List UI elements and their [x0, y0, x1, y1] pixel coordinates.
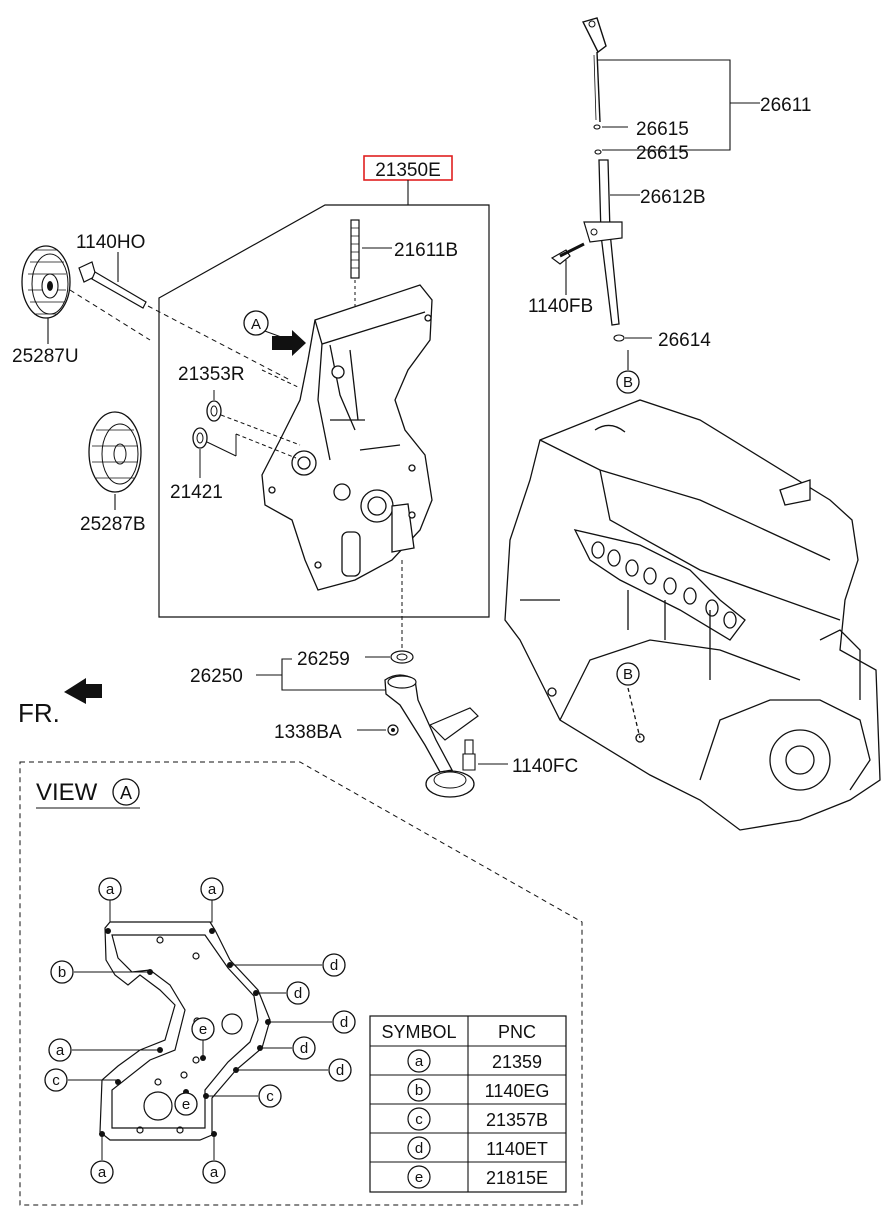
svg-text:B: B	[623, 374, 633, 391]
part-label-26615-upper: 26615	[636, 119, 689, 140]
svg-text:A: A	[120, 783, 132, 803]
callout-a-left: a	[48, 1038, 72, 1062]
svg-text:d: d	[294, 985, 302, 1002]
part-label-21611b: 21611B	[394, 240, 458, 261]
view-callout-leaders	[68, 900, 332, 1160]
table-pnc: 1140ET	[486, 1139, 548, 1159]
stud-21611b	[350, 219, 392, 306]
part-label-25287b: 25287B	[80, 514, 146, 535]
table-pnc: 21359	[492, 1052, 542, 1072]
callout-e-2: e	[174, 1092, 198, 1116]
svg-text:d: d	[300, 1040, 308, 1057]
part-label-26614: 26614	[658, 330, 711, 351]
svg-text:a: a	[208, 881, 217, 898]
bolt-1140ho	[78, 252, 291, 381]
ref-marker-a: A	[243, 310, 269, 336]
table-pnc: 1140EG	[485, 1081, 550, 1101]
table-header-symbol: SYMBOL	[381, 1022, 456, 1042]
table-symbol: a	[415, 1053, 424, 1070]
cover-gasket-outline	[99, 921, 271, 1141]
engine-block-illustration	[504, 399, 881, 831]
callout-d-3: d	[332, 1010, 356, 1034]
table-row: c 21357B	[407, 1107, 548, 1131]
view-title-ref-marker: A	[112, 778, 140, 806]
callout-d-5: d	[328, 1058, 352, 1082]
table-symbol: c	[415, 1111, 423, 1128]
part-label-1338ba: 1338BA	[274, 722, 342, 743]
front-label: FR.	[18, 698, 60, 728]
view-callout-markers: a a b d d d d d e e a c c a a	[44, 877, 356, 1184]
callout-a-bottom-left: a	[90, 1160, 114, 1184]
ref-marker-b-engine: B	[616, 662, 640, 686]
sprocket-25287b	[88, 411, 142, 510]
front-direction-arrow	[64, 678, 102, 704]
part-label-26611: 26611	[760, 95, 811, 116]
part-label-26612b: 26612B	[640, 187, 706, 208]
view-a-arrow	[261, 329, 306, 356]
callout-d-4: d	[292, 1036, 316, 1060]
symbol-pnc-table: SYMBOL PNC a 21359 b 1140EG c 21357B d 1…	[369, 1015, 567, 1193]
callout-a-top-left: a	[98, 877, 122, 901]
part-label-1140fc: 1140FC	[512, 756, 578, 777]
table-row: b 1140EG	[407, 1078, 550, 1102]
oil-seals	[192, 369, 301, 478]
svg-text:c: c	[52, 1072, 60, 1089]
timing-cover-illustration	[261, 284, 433, 591]
callout-d-2: d	[286, 981, 310, 1005]
svg-text:d: d	[340, 1014, 348, 1031]
view-title: VIEW	[36, 779, 98, 806]
svg-text:d: d	[336, 1062, 344, 1079]
oil-strainer-assembly	[256, 560, 508, 798]
part-label-21421: 21421	[170, 482, 223, 503]
pulley-25287u	[21, 245, 151, 344]
svg-text:a: a	[210, 1164, 219, 1181]
cover-assembly-frame	[158, 204, 490, 618]
table-row: a 21359	[407, 1049, 542, 1073]
callout-c-left: c	[44, 1068, 68, 1092]
svg-text:a: a	[106, 881, 115, 898]
table-row: d 1140ET	[407, 1136, 548, 1160]
svg-text:e: e	[182, 1096, 190, 1113]
table-pnc: 21357B	[486, 1110, 548, 1130]
callout-d-1: d	[322, 953, 346, 977]
title-part-number[interactable]: 21350E	[375, 160, 441, 181]
svg-text:d: d	[330, 957, 338, 974]
part-label-21353r: 21353R	[178, 364, 245, 385]
table-symbol: b	[415, 1082, 423, 1099]
table-symbol: d	[415, 1140, 423, 1157]
svg-text:a: a	[56, 1042, 65, 1059]
callout-a-top-right: a	[200, 877, 224, 901]
svg-text:a: a	[98, 1164, 107, 1181]
svg-text:B: B	[623, 666, 633, 683]
part-label-26250: 26250	[190, 666, 243, 687]
part-label-26259: 26259	[297, 649, 350, 670]
table-header-pnc: PNC	[498, 1022, 536, 1042]
callout-e-1: e	[191, 1017, 215, 1041]
part-label-26615-lower: 26615	[636, 143, 689, 164]
callout-c-right: c	[258, 1084, 282, 1108]
table-symbol: e	[415, 1169, 423, 1186]
svg-text:A: A	[251, 316, 261, 333]
callout-b: b	[50, 960, 74, 984]
dipstick-assembly	[550, 17, 760, 370]
svg-text:b: b	[58, 964, 66, 981]
gasket-bolt-points	[99, 928, 271, 1137]
table-row: e 21815E	[407, 1165, 548, 1189]
ref-marker-b-top: B	[616, 370, 640, 394]
table-pnc: 21815E	[486, 1168, 548, 1188]
view-a-panel	[19, 761, 583, 1206]
svg-text:e: e	[199, 1021, 207, 1038]
part-label-1140fb: 1140FB	[528, 296, 593, 317]
part-label-25287u: 25287U	[12, 346, 79, 367]
part-label-1140ho: 1140HO	[76, 232, 145, 253]
svg-text:c: c	[266, 1088, 274, 1105]
callout-a-bottom-right: a	[202, 1160, 226, 1184]
